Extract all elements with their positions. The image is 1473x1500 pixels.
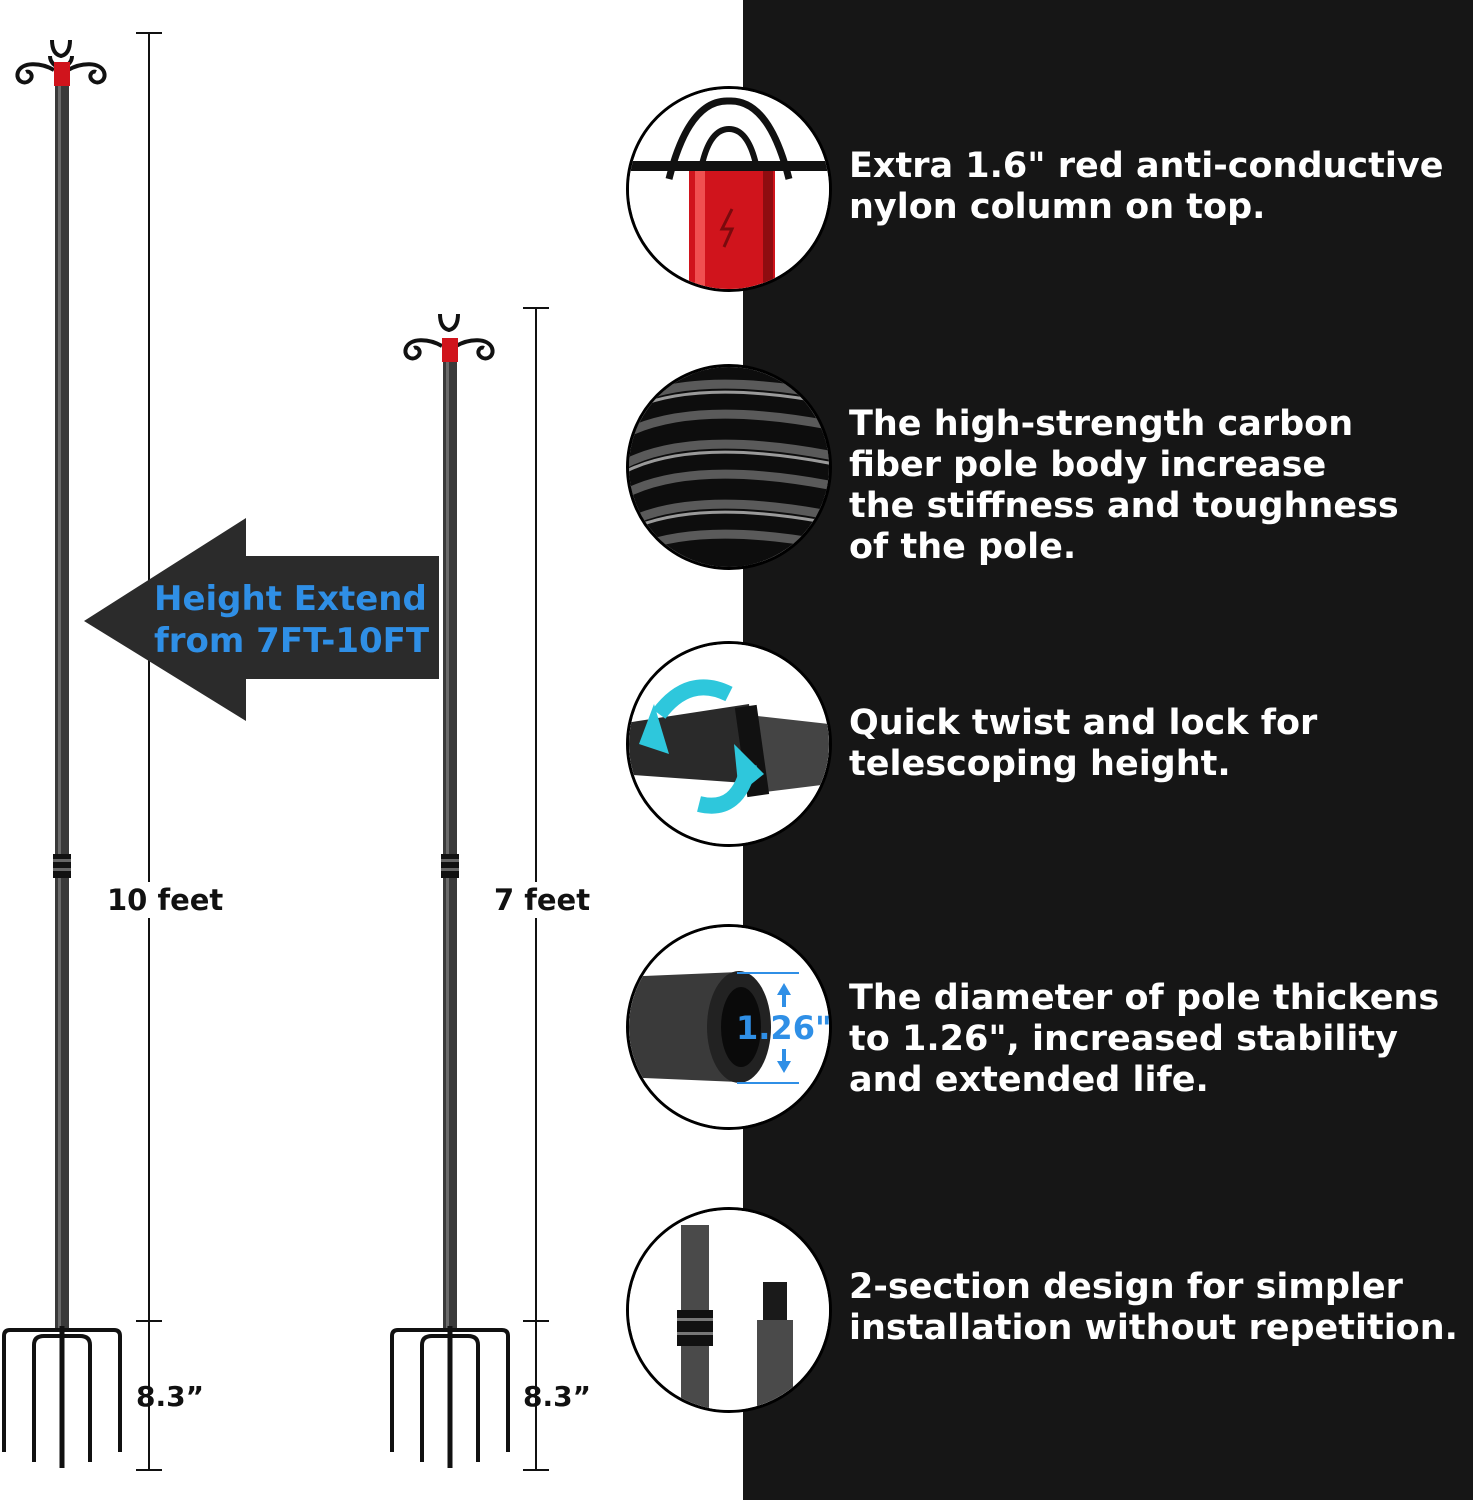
callout-line-2: from 7FT-10FT [154,621,430,661]
feature-1-line-2: nylon column on top. [849,187,1266,227]
callout-line-1: Height Extend [154,579,427,619]
tall-dimension-line [136,32,162,1471]
red-nylon-column-icon [626,86,832,292]
features-panel [743,0,1473,1500]
feature-5-line-2: installation without repetition. [849,1308,1458,1348]
feature-3-line-2: telescoping height. [849,744,1231,784]
two-section-icon [626,1207,832,1413]
extend-arrow-shape [84,518,439,721]
twist-lock-icon [626,641,832,847]
feature-2-line-4: of the pole. [849,527,1077,567]
diameter-icon [626,924,832,1130]
tall-pole [2,39,122,1468]
short-pole-height-label: 7 feet [491,882,594,918]
diameter-label: 1.26" [736,1009,832,1047]
height-extend-callout: Height Extend from 7FT-10FT [154,578,429,662]
feature-3-line-1: Quick twist and lock for [849,703,1318,743]
feature-1-line-1: Extra 1.6" red anti-conductive [849,146,1444,186]
tall-pole-height-label: 10 feet [104,882,227,918]
feature-4-line-2: to 1.26", increased stability [849,1019,1398,1059]
feature-2-line-3: the stiffness and toughness [849,486,1399,526]
feature-5-line-1: 2-section design for simpler [849,1267,1403,1307]
short-pole [390,313,510,1468]
tall-fork-length-label: 8.3” [136,1380,205,1413]
feature-2-line-1: The high-strength carbon [849,404,1354,444]
feature-4-line-3: and extended life. [849,1060,1209,1100]
carbon-fiber-icon [626,364,832,570]
feature-4-line-1: The diameter of pole thickens [849,978,1440,1018]
feature-2-line-2: fiber pole body increase [849,445,1327,485]
short-fork-length-label: 8.3” [523,1380,592,1413]
poles-diagram [2,32,549,1471]
